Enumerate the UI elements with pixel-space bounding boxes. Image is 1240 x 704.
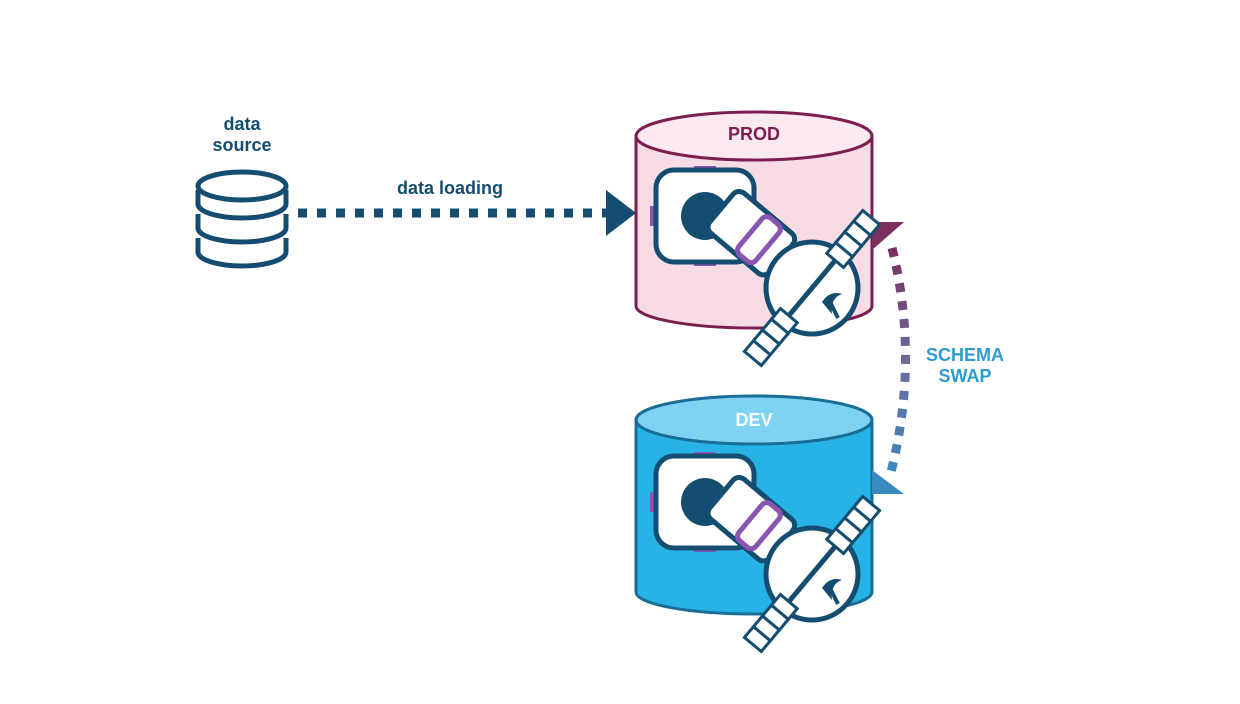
data-loading-label: data loading — [396, 178, 503, 198]
prod-database — [634, 110, 904, 366]
data-loading-arrow — [298, 190, 636, 236]
data-source-label-line2: source — [212, 134, 272, 155]
data-source-label: data source — [200, 114, 284, 155]
schema-swap-label-line2: SWAP — [938, 365, 992, 386]
schema-swap-label: SCHEMA SWAP — [910, 345, 1020, 386]
database-icon — [195, 169, 289, 269]
schema-swap-arrow — [885, 246, 910, 478]
data-source-label-line1: data — [223, 114, 261, 134]
dev-database — [634, 394, 904, 652]
schema-swap-label-line1: SCHEMA — [925, 345, 1004, 365]
prod-label: PROD — [727, 124, 780, 144]
dev-label: DEV — [735, 410, 773, 430]
